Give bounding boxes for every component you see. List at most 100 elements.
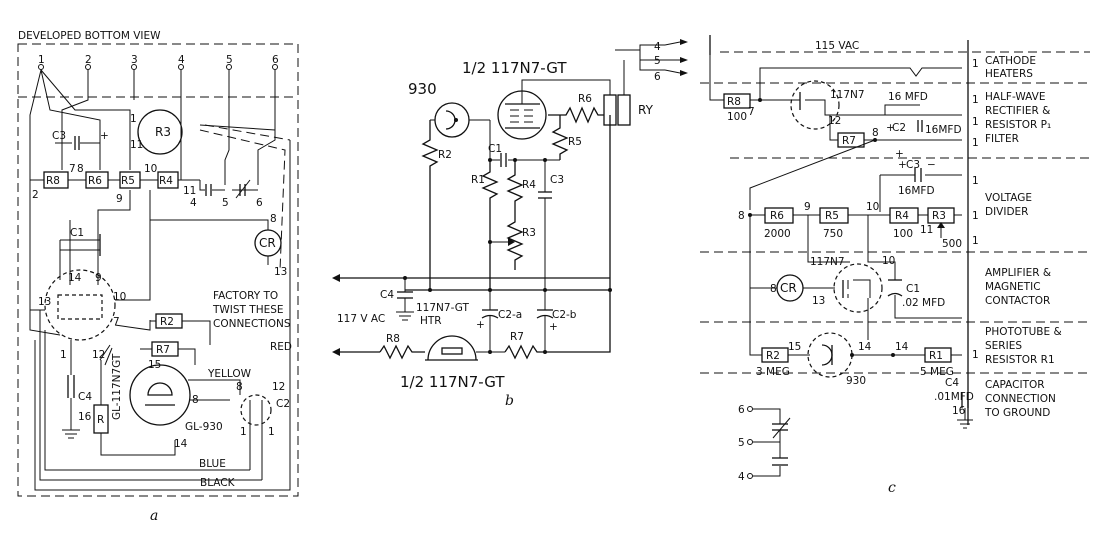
r1-box-c <box>924 347 952 363</box>
label-8d: 8 <box>236 381 243 393</box>
bus-1h: 1 <box>972 349 979 361</box>
pin-terminals: 1 2 3 4 5 6 <box>38 54 279 70</box>
r7-label-c: R7 <box>842 135 856 147</box>
r6-label: R6 <box>88 175 102 187</box>
svg-text:+: + <box>886 122 895 134</box>
factory-note-3: CONNECTIONS <box>213 318 291 330</box>
r6-label: R6 <box>578 93 592 105</box>
rect-tube-label: 117N7 <box>830 89 865 101</box>
r2-value: 3 MEG <box>756 366 790 378</box>
sec-photo-2: SERIES <box>985 340 1022 352</box>
c3-label-c: C3 <box>906 159 920 171</box>
tube-top-label: 1/2 117N7-GT <box>462 59 567 77</box>
c2b-label: C2-b <box>552 309 577 321</box>
label-14b: 14 <box>174 438 188 450</box>
bus-1f: 1 <box>972 210 979 222</box>
svg-text:−: − <box>927 159 936 171</box>
sec-amp-3: CONTACTOR <box>985 295 1050 307</box>
sec-rect-1: HALF-WAVE <box>985 91 1045 103</box>
c4-value: .01MFD <box>934 391 974 403</box>
wire-red: RED <box>270 341 292 353</box>
c-term-6: 6 <box>738 404 745 416</box>
c-label-10b: 10 <box>882 255 895 267</box>
label-1d: 1 <box>268 426 275 438</box>
vac-label-c: 115 VAC <box>815 40 859 52</box>
r8-resistor <box>379 344 425 360</box>
sec-div-2: DIVIDER <box>985 206 1028 218</box>
c1-label-c: C1 <box>906 283 920 295</box>
r4-box <box>157 171 179 189</box>
factory-note-2: TWIST THESE <box>212 304 284 316</box>
c1-label: C1 <box>70 227 84 239</box>
c-label-9: 9 <box>804 201 811 213</box>
c1-value: .02 MFD <box>902 297 945 309</box>
tube-117n7-socket <box>44 269 116 341</box>
photo-label-c: 930 <box>846 375 866 387</box>
label-1e: 1 <box>60 349 67 361</box>
c-label-15: 15 <box>788 341 801 353</box>
c2a-label: C2-a <box>498 309 522 321</box>
label-13b: 13 <box>38 296 51 308</box>
label-15: 15 <box>148 359 161 371</box>
amp-tube-label: 117N7 <box>810 256 845 268</box>
bus-1b: 1 <box>972 94 979 106</box>
bus-1e: 1 <box>972 175 979 187</box>
r8-box <box>43 171 69 189</box>
sec-amp-2: MAGNETIC <box>985 281 1041 293</box>
tube2-label: GL-930 <box>185 421 223 433</box>
r7-label: R7 <box>156 344 170 356</box>
r7-box-c <box>837 132 865 148</box>
tube-117n7-diode <box>427 335 477 361</box>
c2-value-1: 16 MFD <box>888 91 928 103</box>
bus-1a: 1 <box>972 58 979 70</box>
sec-photo-3: RESISTOR R1 <box>985 354 1055 366</box>
wire-blue: BLUE <box>199 458 226 470</box>
sec-amp-1: AMPLIFIER & <box>985 267 1051 279</box>
vac-label: 117 V AC <box>337 313 385 325</box>
r5-box <box>119 171 141 189</box>
r8-label: R8 <box>46 175 60 187</box>
c4-label-c: C4 <box>945 377 959 389</box>
tube-117n7-rect <box>790 80 840 130</box>
panel-c-caption: c <box>888 480 896 496</box>
r4-box-c <box>889 207 919 224</box>
c3-label: C3 <box>52 130 66 142</box>
r1-label-c: R1 <box>929 350 943 362</box>
r8-label: R8 <box>386 333 400 345</box>
r1-label: R1 <box>471 174 485 186</box>
term-5: 5 <box>654 55 661 67</box>
r6-value: 2000 <box>764 228 791 240</box>
sec-rect-3: RESISTOR P₁ <box>985 119 1051 131</box>
pin-2: 2 <box>85 54 92 66</box>
label-10: 10 <box>144 163 157 175</box>
r7-label: R7 <box>510 331 524 343</box>
label-7: 7 <box>69 163 76 175</box>
phototube-930-c <box>807 332 853 378</box>
wire-yellow: YELLOW <box>207 368 252 380</box>
c-label-12: 12 <box>828 115 841 127</box>
r2-box-c <box>761 347 789 363</box>
r5-label: R5 <box>121 175 135 187</box>
c-label-7: 7 <box>748 106 755 118</box>
r4-label: R4 <box>522 179 536 191</box>
term-4: 4 <box>654 41 661 53</box>
bus-1g: 1 <box>972 235 979 247</box>
svg-text:+: + <box>549 321 558 333</box>
cr-label-c: CR <box>780 281 797 295</box>
r5-box-c <box>819 207 849 224</box>
r2-label-c: R2 <box>766 350 780 362</box>
label-9: 9 <box>116 193 123 205</box>
tube-930-socket <box>129 364 191 426</box>
tube1-label: GL-117N7GT <box>111 353 123 420</box>
r6-resistor <box>548 106 604 124</box>
r4-label: R4 <box>159 175 173 187</box>
c1-label: C1 <box>488 143 502 155</box>
label-4: 4 <box>190 197 197 209</box>
label-8: 8 <box>77 163 84 175</box>
c-label-14b: 14 <box>895 341 909 353</box>
label-2: 2 <box>32 189 39 201</box>
c-label-13: 13 <box>812 295 825 307</box>
c-term-5: 5 <box>738 437 745 449</box>
bus-1c: 1 <box>972 116 979 128</box>
sec-cap-2: CONNECTION <box>985 393 1056 405</box>
